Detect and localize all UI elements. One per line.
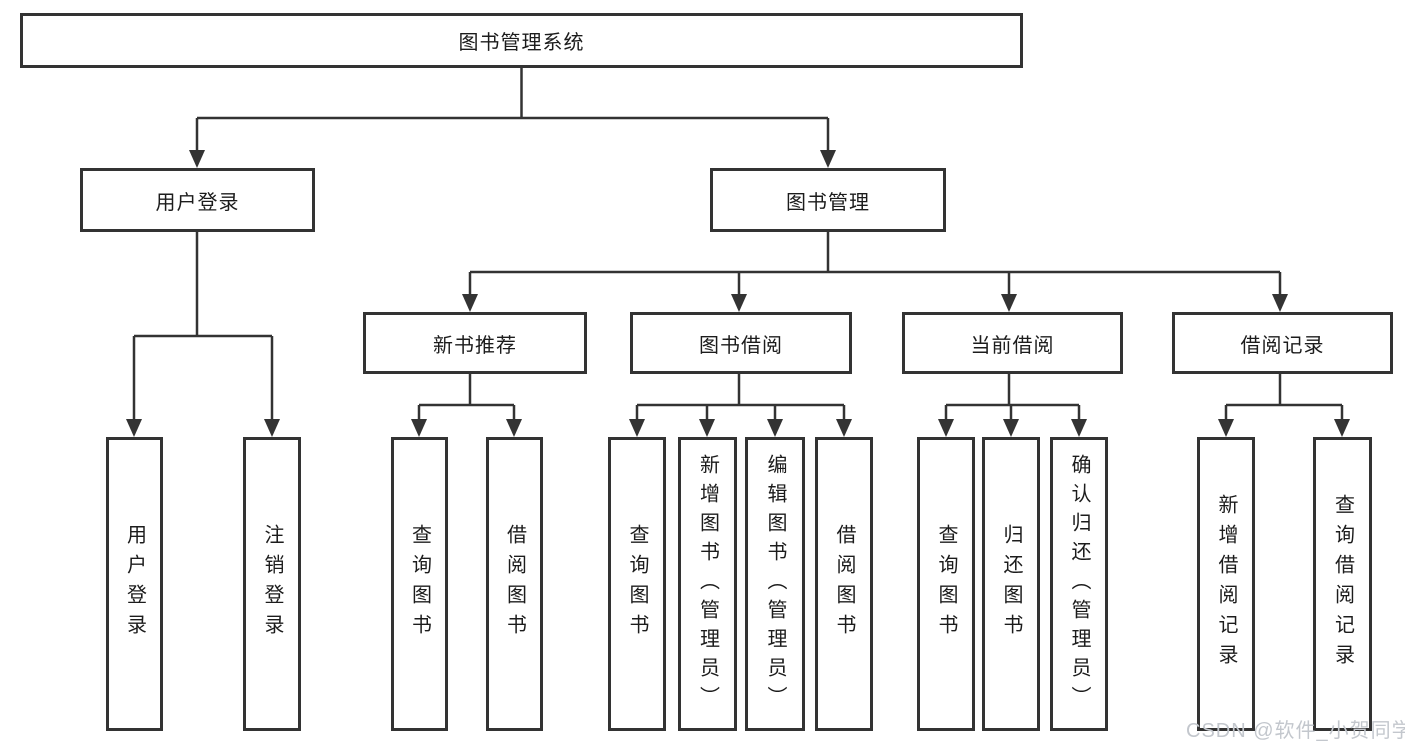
node-book-borrowing: 图书借阅 [630, 312, 852, 374]
node-label: 新书推荐 [433, 334, 517, 357]
leaf-borrow-books-recommend: 借阅图书 [486, 437, 543, 731]
leaf-label: 查询借阅记录 [1331, 494, 1354, 674]
node-current-borrowing: 当前借阅 [902, 312, 1123, 374]
node-label: 图书管理 [786, 191, 870, 214]
leaf-borrow-books-borrowing: 借阅图书 [815, 437, 873, 731]
leaf-label: 用户登录 [123, 524, 146, 644]
node-borrowing-records: 借阅记录 [1172, 312, 1393, 374]
node-user-login: 用户登录 [80, 168, 315, 232]
leaf-edit-books-admin: 编辑图书（管理员） [745, 437, 805, 731]
leaf-label: 查询图书 [626, 524, 648, 644]
leaf-label: 查询图书 [408, 524, 431, 644]
node-library-management-system: 图书管理系统 [20, 13, 1023, 68]
leaf-add-books-admin: 新增图书（管理员） [678, 437, 737, 731]
leaf-query-borrow-record: 查询借阅记录 [1313, 437, 1372, 731]
leaf-label: 新增图书（管理员） [696, 453, 719, 715]
node-label: 图书管理系统 [458, 32, 585, 54]
node-label: 当前借阅 [970, 334, 1055, 357]
leaf-query-books-recommend: 查询图书 [391, 437, 448, 731]
node-book-management: 图书管理 [710, 168, 946, 232]
leaf-confirm-return-admin: 确认归还（管理员） [1050, 437, 1108, 731]
leaf-label: 编辑图书（管理员） [764, 453, 786, 715]
node-new-book-recommendation: 新书推荐 [363, 312, 587, 374]
arrowheads [126, 150, 1350, 437]
leaf-return-books: 归还图书 [982, 437, 1040, 731]
node-label: 用户登录 [155, 191, 240, 214]
leaf-label: 借阅图书 [833, 524, 855, 644]
leaf-label: 注销登录 [261, 524, 283, 644]
leaf-query-books-current: 查询图书 [917, 437, 975, 731]
leaf-label: 新增借阅记录 [1215, 494, 1237, 674]
leaf-add-borrow-record: 新增借阅记录 [1197, 437, 1255, 731]
leaf-query-books-borrowing: 查询图书 [608, 437, 666, 731]
leaf-label: 查询图书 [935, 524, 957, 644]
watermark: CSDN @软件_小贺同学 [1186, 720, 1405, 742]
node-label: 图书借阅 [699, 334, 783, 357]
leaf-user-login: 用户登录 [106, 437, 163, 731]
leaf-label: 确认归还（管理员） [1068, 453, 1090, 715]
leaf-label: 归还图书 [1000, 524, 1022, 644]
leaf-logout: 注销登录 [243, 437, 301, 731]
node-label: 借阅记录 [1240, 334, 1325, 357]
leaf-label: 借阅图书 [503, 524, 526, 644]
